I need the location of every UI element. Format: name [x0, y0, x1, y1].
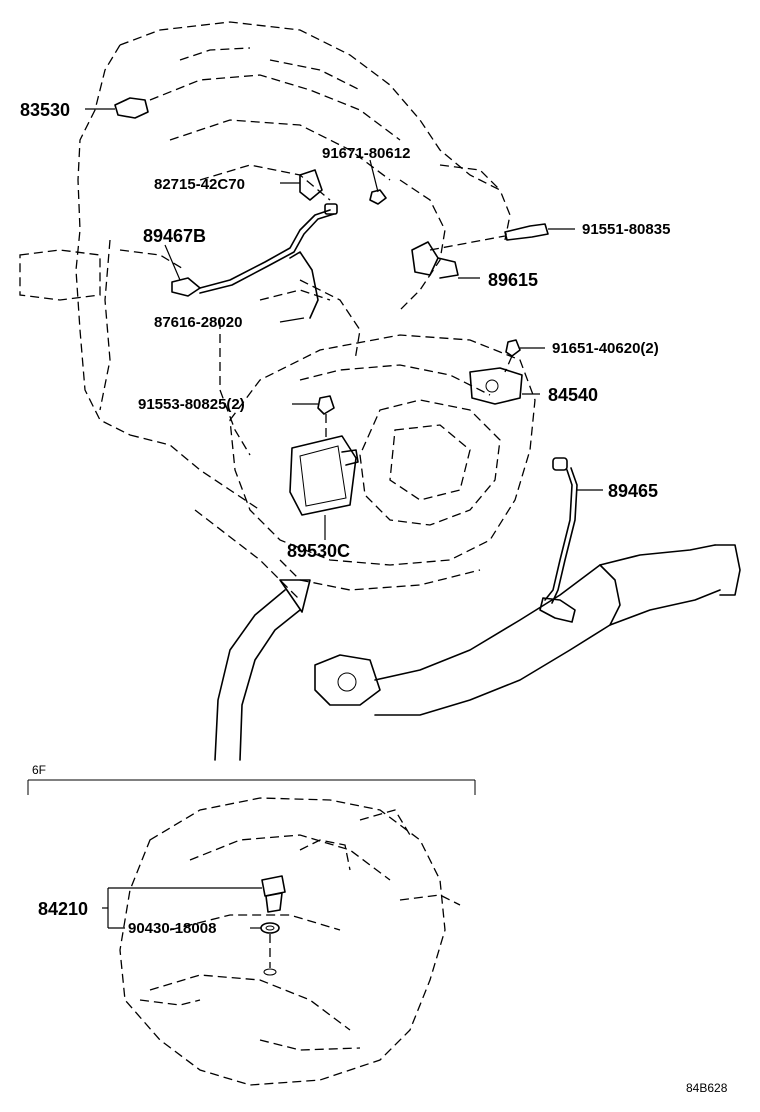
- oxygen-sensor-89467b: [164, 203, 338, 297]
- transaxle-outline: [119, 797, 461, 1086]
- label-82715: 82715-42C70: [154, 176, 245, 193]
- exhaust-pipe: [314, 544, 741, 716]
- bolt-91551: [429, 223, 575, 251]
- label-83530: 83530: [20, 100, 70, 120]
- knock-sensor-89615: [411, 241, 480, 279]
- clamp-87616: [279, 251, 319, 323]
- label-87616: 87616-28020: [154, 314, 242, 331]
- arrow-leader-dashed: [194, 509, 301, 601]
- inset-bracket: [27, 779, 476, 795]
- neutral-switch-84540: [469, 367, 540, 405]
- label-90430: 90430-18008: [128, 920, 216, 937]
- oxygen-sensor-89465: [539, 457, 603, 623]
- label-91671: 91671-80612: [322, 145, 410, 162]
- label-91553: 91553-80825(2): [138, 396, 245, 413]
- engine-block-outline: [19, 21, 511, 511]
- label-6f: 6F: [32, 763, 46, 777]
- label-91551: 91551-80835: [582, 221, 670, 238]
- switch-84210: [245, 875, 286, 913]
- gasket-90430: [250, 922, 280, 976]
- transmission-outline: [229, 289, 536, 591]
- label-84540: 84540: [548, 385, 598, 405]
- oil-pressure-switch-83530: [85, 97, 149, 119]
- diagram-code: 84B628: [686, 1081, 728, 1095]
- label-bracket-84210: [102, 887, 245, 929]
- bolt-91651: [504, 339, 545, 373]
- assembly-arrow: [214, 579, 311, 761]
- label-91651: 91651-40620(2): [552, 340, 659, 357]
- label-89465: 89465: [608, 481, 658, 501]
- label-84210: 84210: [38, 899, 88, 919]
- label-89530c: 89530C: [287, 541, 350, 561]
- label-89615: 89615: [488, 270, 538, 290]
- ecu-89530c: [289, 435, 359, 540]
- bolt-91671: [369, 159, 387, 205]
- bracket-82715: [280, 169, 323, 201]
- bolt-91553: [292, 395, 335, 440]
- label-89467b: 89467B: [143, 226, 206, 246]
